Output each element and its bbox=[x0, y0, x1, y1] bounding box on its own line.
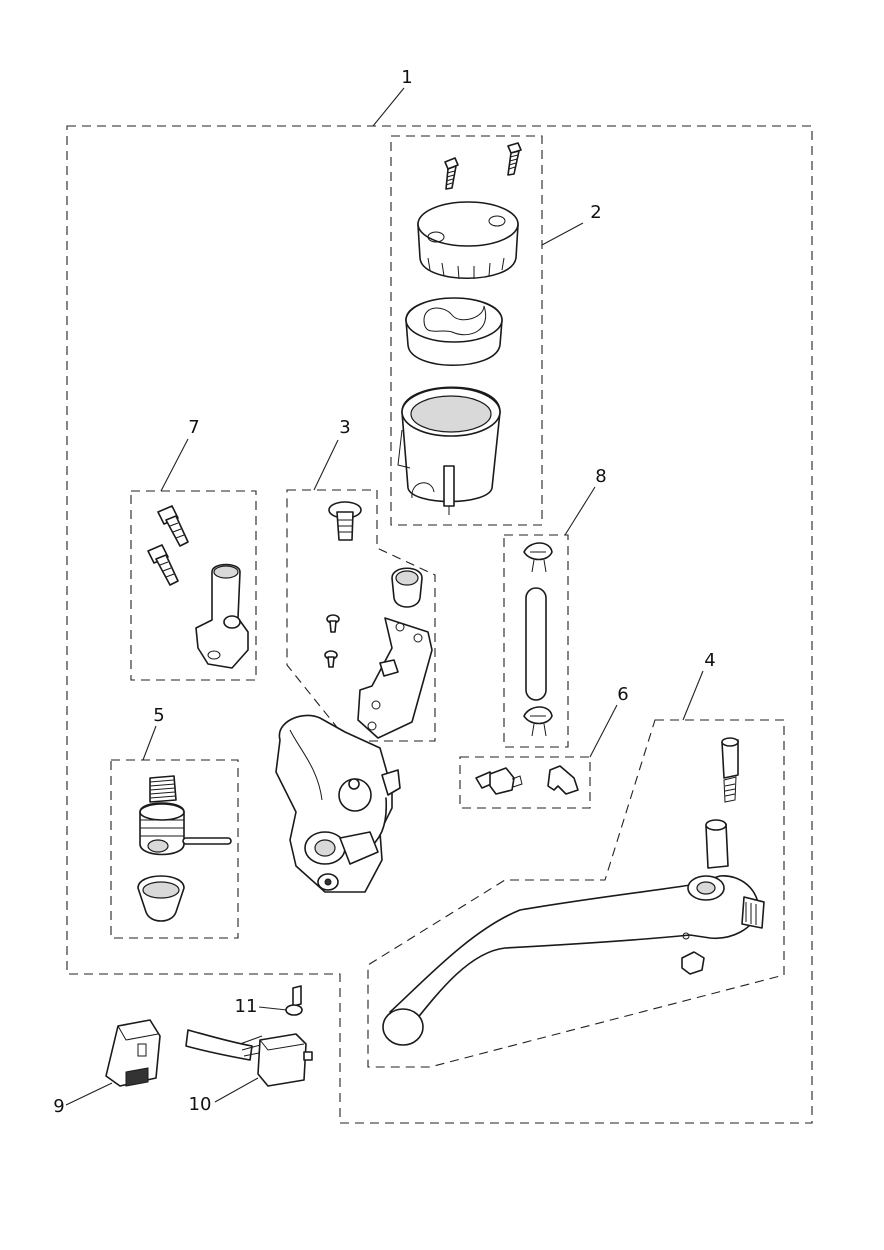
lever-nut bbox=[681, 951, 705, 975]
callout-8: 8 bbox=[595, 466, 606, 487]
piston-spring bbox=[149, 775, 177, 803]
callout-9: 9 bbox=[53, 1096, 64, 1117]
leader-line-5 bbox=[142, 725, 157, 761]
group-outline-6 bbox=[459, 756, 591, 809]
group-outline-1 bbox=[66, 125, 813, 1124]
bracket-bolt bbox=[328, 501, 362, 541]
callout-4: 4 bbox=[704, 650, 715, 671]
leader-line-4 bbox=[682, 670, 704, 721]
small-screw-a bbox=[326, 614, 340, 633]
brake-lever bbox=[382, 875, 765, 1046]
callout-11: 11 bbox=[235, 996, 258, 1017]
switch-screw bbox=[285, 985, 303, 1016]
leader-line-11 bbox=[258, 1006, 288, 1011]
hose-clip bbox=[547, 765, 579, 795]
mirror-mount-bolt-b bbox=[147, 544, 179, 586]
callout-5: 5 bbox=[153, 705, 164, 726]
mirror-mount-clamp bbox=[195, 563, 249, 669]
group-outline-8 bbox=[503, 534, 569, 748]
group-outline-2 bbox=[390, 135, 543, 526]
reservoir-diaphragm bbox=[405, 297, 503, 367]
callout-2: 2 bbox=[590, 202, 601, 223]
mirror-mount-bolt-a bbox=[157, 505, 189, 547]
leader-line-1 bbox=[372, 87, 405, 127]
banjo-fitting bbox=[475, 767, 523, 795]
master-cylinder-body bbox=[275, 714, 401, 893]
rubber-grommet bbox=[391, 567, 423, 608]
callout-6: 6 bbox=[617, 684, 628, 705]
reservoir-screw-left bbox=[444, 157, 459, 190]
mounting-bracket bbox=[357, 617, 433, 739]
brake-light-switch bbox=[105, 1019, 161, 1087]
leader-line-7 bbox=[160, 438, 189, 492]
fluid-reservoir bbox=[397, 386, 501, 515]
leader-line-6 bbox=[589, 704, 618, 758]
group-outline-3 bbox=[286, 489, 436, 742]
hose-clip-upper bbox=[523, 542, 553, 573]
group-outline-5 bbox=[110, 759, 239, 939]
leader-line-8 bbox=[564, 486, 596, 536]
callout-7: 7 bbox=[188, 417, 199, 438]
leader-line-9 bbox=[65, 1082, 113, 1106]
piston-rod bbox=[182, 837, 232, 845]
reservoir-cap bbox=[417, 201, 519, 280]
lever-pivot-bolt bbox=[721, 737, 739, 803]
lever-pivot-bush bbox=[705, 819, 729, 869]
leader-line-2 bbox=[541, 222, 584, 246]
group-outline-4 bbox=[367, 719, 785, 1068]
group-outline-7 bbox=[130, 490, 257, 681]
callout-1: 1 bbox=[401, 67, 412, 88]
small-screw-b bbox=[324, 650, 338, 668]
leader-line-10 bbox=[214, 1077, 259, 1103]
callout-10: 10 bbox=[189, 1094, 212, 1115]
brake-hose bbox=[525, 587, 547, 701]
dust-boot bbox=[137, 875, 185, 922]
reservoir-screw-right bbox=[507, 142, 522, 176]
switch-harness bbox=[185, 1029, 313, 1087]
callout-3: 3 bbox=[339, 417, 350, 438]
leader-line-3 bbox=[313, 439, 339, 491]
piston-assembly bbox=[139, 802, 185, 856]
hose-clip-lower bbox=[523, 706, 553, 737]
